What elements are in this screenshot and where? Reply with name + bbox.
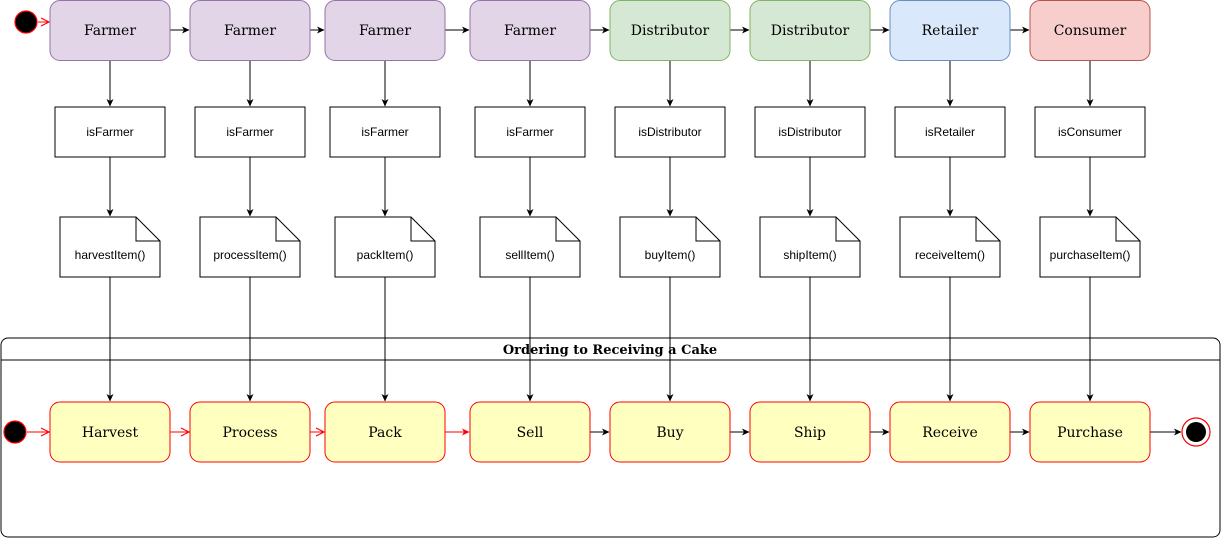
function-note-3	[334, 216, 436, 278]
role-label-5: Distributor	[631, 23, 710, 39]
state-purchase	[1029, 401, 1151, 463]
function-note-8	[1039, 216, 1141, 278]
start-node-swimlane	[3, 420, 27, 444]
state-row: Harvest Process Pack Sell Buy Ship Receive Purc…	[49, 401, 1151, 463]
note-fold-4	[555, 217, 580, 242]
role-box-consumer-8	[1029, 0, 1151, 61]
function-label-7: receiveItem()	[915, 248, 985, 262]
function-note-6	[759, 216, 861, 278]
state-label-sell: Sell	[517, 425, 544, 441]
note-fold-7	[975, 217, 1000, 242]
role-label-8: Consumer	[1054, 23, 1127, 39]
note-fold-1	[135, 217, 160, 242]
note-fold-5	[695, 217, 720, 242]
state-process	[189, 401, 311, 463]
role-box-retailer-7	[889, 0, 1011, 61]
function-note-5	[619, 216, 721, 278]
role-box-farmer-1	[49, 0, 171, 61]
function-label-2: processItem()	[213, 248, 286, 262]
state-pack	[324, 401, 446, 463]
role-row: Farmer Farmer Farmer Farmer Distributor Distr…	[49, 0, 1151, 61]
state-sell	[469, 401, 591, 463]
function-row: harvestItem() processItem() packItem() sell…	[59, 216, 1141, 278]
note-fold-2	[275, 217, 300, 242]
check-row: isFarmer isFarmer isFarmer isFarmer isDistri…	[54, 106, 1146, 158]
role-label-1: Farmer	[84, 23, 136, 39]
state-label-process: Process	[222, 425, 277, 441]
role-box-distributor-6	[749, 0, 871, 61]
state-receive	[889, 401, 1011, 463]
check-box-5	[614, 106, 726, 158]
check-label-4: isFarmer	[506, 125, 553, 139]
check-label-3: isFarmer	[361, 125, 408, 139]
check-box-1	[54, 106, 166, 158]
check-box-3	[329, 106, 441, 158]
function-label-3: packItem()	[357, 248, 414, 262]
state-ship	[749, 401, 871, 463]
function-label-6: shipItem()	[783, 248, 836, 262]
role-box-farmer-4	[469, 0, 591, 61]
state-label-receive: Receive	[922, 425, 978, 441]
check-label-1: isFarmer	[86, 125, 133, 139]
role-label-7: Retailer	[922, 23, 979, 39]
check-label-6: isDistributor	[778, 125, 841, 139]
end-node	[1186, 422, 1206, 442]
check-label-5: isDistributor	[638, 125, 701, 139]
function-note-2	[199, 216, 301, 278]
role-label-4: Farmer	[504, 23, 556, 39]
note-fold-8	[1115, 217, 1140, 242]
note-fold-3	[410, 217, 435, 242]
start-end-nodes	[3, 10, 1211, 447]
function-label-8: purchaseItem()	[1050, 248, 1131, 262]
role-box-distributor-5	[609, 0, 731, 61]
start-node-top	[14, 10, 38, 34]
state-label-purchase: Purchase	[1057, 425, 1123, 441]
check-label-8: isConsumer	[1058, 125, 1122, 139]
role-label-6: Distributor	[771, 23, 850, 39]
state-buy	[609, 401, 731, 463]
state-label-pack: Pack	[368, 425, 402, 441]
role-box-farmer-3	[324, 0, 446, 61]
function-label-5: buyItem()	[645, 248, 696, 262]
role-label-3: Farmer	[359, 23, 411, 39]
check-label-2: isFarmer	[226, 125, 273, 139]
connectors	[27, 22, 1182, 432]
check-label-7: isRetailer	[925, 125, 975, 139]
function-label-1: harvestItem()	[75, 248, 146, 262]
function-note-1	[59, 216, 161, 278]
state-label-buy: Buy	[656, 425, 683, 441]
function-note-4	[479, 216, 581, 278]
state-label-harvest: Harvest	[82, 425, 139, 441]
check-box-2	[194, 106, 306, 158]
check-box-7	[894, 106, 1006, 158]
function-note-7	[899, 216, 1001, 278]
check-box-8	[1034, 106, 1146, 158]
state-harvest	[49, 401, 171, 463]
check-box-4	[474, 106, 586, 158]
state-label-ship: Ship	[794, 425, 826, 441]
role-box-farmer-2	[189, 0, 311, 61]
function-label-4: sellItem()	[505, 248, 554, 262]
swimlane-title: Ordering to Receiving a Cake	[503, 343, 717, 358]
role-label-2: Farmer	[224, 23, 276, 39]
note-fold-6	[835, 217, 860, 242]
check-box-6	[754, 106, 866, 158]
